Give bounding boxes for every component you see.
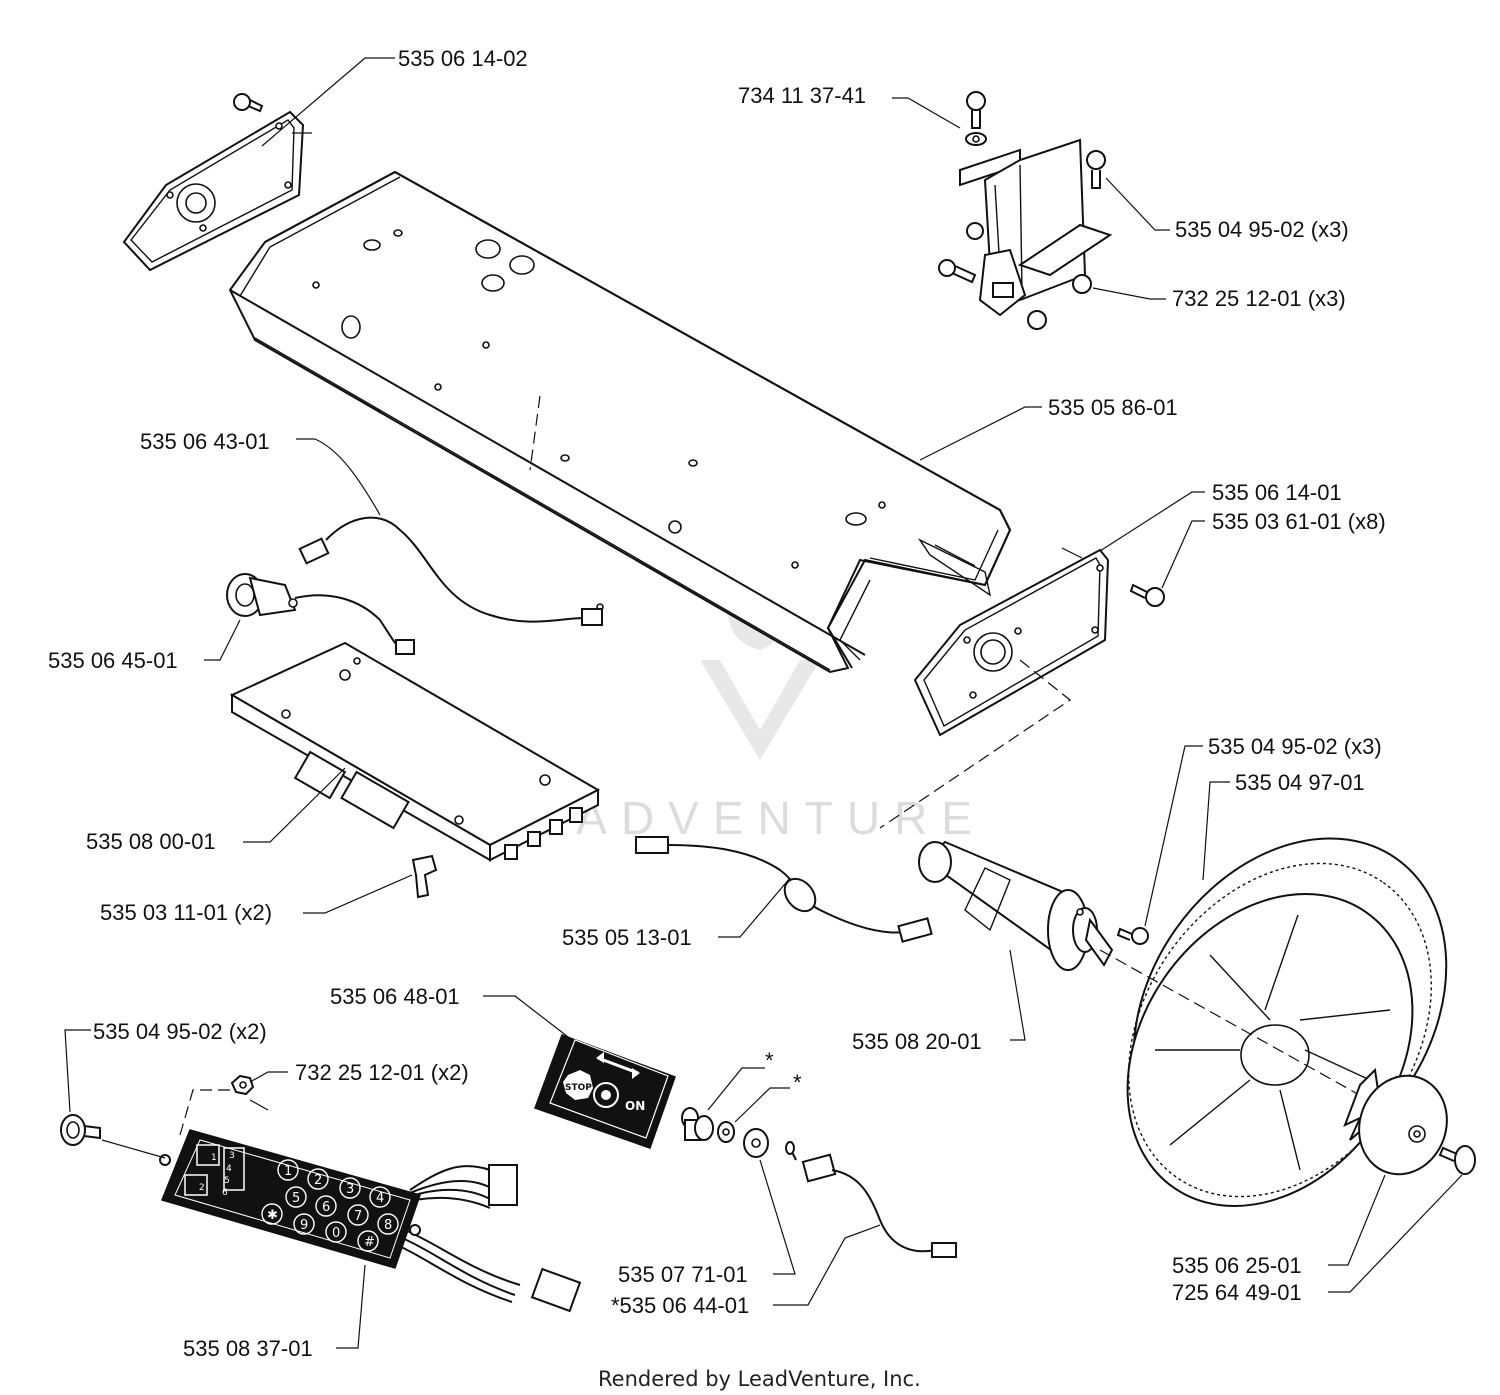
main-housing[interactable] [228,170,1012,674]
solenoid-assembly[interactable] [959,138,1113,317]
keypad-side-key-5: 5 [224,1176,230,1186]
switch-washer[interactable] [717,1121,735,1143]
label-535-05-13-01: 535 05 13-01 [562,925,692,950]
label-535-06-48-01: 535 06 48-01 [330,984,460,1009]
keypad-key-6: 6 [322,1200,330,1215]
motor[interactable] [918,840,1114,971]
wire-harness-535-05-13-01[interactable] [635,836,933,943]
label-535-03-11-01-x2: 535 03 11-01 (x2) [100,900,272,925]
keypad-screw[interactable] [60,1114,101,1146]
label-535-07-71-01: 535 07 71-01 [618,1262,748,1287]
label-535-04-95-02-x3-top: 535 04 95-02 (x3) [1175,217,1349,242]
sensor-535-06-45-01[interactable] [226,573,415,655]
label-535-04-95-02-x2: 535 04 95-02 (x2) [93,1019,267,1044]
start-stop-decal[interactable]: STOP ON [534,1034,676,1149]
screw-535-03-61-01[interactable] [1129,583,1165,607]
keypad-key-star: ✱ [267,1208,278,1223]
keypad-nut[interactable] [230,1074,255,1096]
control-board[interactable] [229,641,601,862]
label-732-25-12-01-x2: 732 25 12-01 (x2) [295,1060,469,1085]
label-535-08-00-01: 535 08 00-01 [86,829,216,854]
keypad-side-key-4: 4 [226,1164,232,1174]
keypad-key-1: 1 [284,1164,292,1179]
wire-harness-535-06-43-01[interactable] [298,516,603,626]
decal-on-text: ON [625,1099,645,1113]
asterisk-mark-2: * [793,1070,802,1095]
label-535-08-20-01: 535 08 20-01 [852,1029,982,1054]
toggle-switch-535-06-44-01[interactable] [785,1141,957,1258]
keypad-number-keys [261,1159,399,1252]
solenoid-nuts[interactable] [938,150,1106,330]
label-535-05-86-01: 535 05 86-01 [1048,395,1178,420]
keypad-key-hash: # [364,1235,375,1250]
keypad-key-9: 9 [300,1218,308,1233]
screw-left-plate[interactable] [233,93,264,113]
asterisk-mark-1: * [765,1048,774,1073]
end-plate-right[interactable] [913,548,1110,737]
label-732-25-12-01-x3: 732 25 12-01 (x3) [1172,286,1346,311]
keypad-key-2: 2 [314,1173,322,1188]
standoff-clip[interactable] [411,854,438,899]
footer-credit: Rendered by LeadVenture, Inc. [598,1367,921,1391]
keypad-key-5: 5 [292,1191,300,1206]
label-734-11-37-41: 734 11 37-41 [738,83,866,108]
pulley-hub[interactable] [1343,1063,1461,1186]
label-535-06-45-01: 535 06 45-01 [48,648,178,673]
keypad-key-0: 0 [332,1226,340,1241]
keypad-key-8: 8 [384,1218,392,1233]
keypad-assembly[interactable]: 1 2 3 4 5 6 1 2 3 4 5 6 7 8 9 0 ✱ # [159,1129,582,1313]
keypad-key-3: 3 [346,1182,354,1197]
screw-734-11-37-41[interactable] [965,91,987,146]
screw-725-64-49-01[interactable] [1438,1145,1476,1175]
label-535-06-14-01: 535 06 14-01 [1212,480,1342,505]
label-535-06-25-01: 535 06 25-01 [1172,1253,1302,1278]
label-535-04-97-01: 535 04 97-01 [1235,770,1365,795]
label-535-06-14-02: 535 06 14-02 [398,46,528,71]
label-535-04-95-02-x3-mid: 535 04 95-02 (x3) [1208,734,1382,759]
keypad-side-key-2: 2 [199,1183,205,1193]
label-535-08-37-01: 535 08 37-01 [183,1336,313,1361]
label-535-06-43-01: 535 06 43-01 [140,429,270,454]
keypad-side-key-3: 3 [229,1151,235,1161]
switch-boot[interactable] [681,1107,714,1141]
label-535-03-61-01-x8: 535 03 61-01 (x8) [1212,509,1386,534]
keypad-key-4: 4 [376,1191,384,1206]
screw-535-04-95-02-motor[interactable] [1116,927,1149,945]
label-535-06-44-01: *535 06 44-01 [611,1293,749,1318]
end-plate-left[interactable] [122,110,305,272]
keypad-key-7: 7 [354,1209,362,1224]
pulley-wheel[interactable] [1066,778,1500,1261]
switch-nut-535-07-71-01[interactable] [743,1128,769,1158]
keypad-side-key-1: 1 [211,1153,217,1163]
keypad-side-key-6: 6 [222,1188,228,1198]
label-725-64-49-01: 725 64 49-01 [1172,1280,1302,1305]
decal-stop-text: STOP [565,1083,592,1093]
